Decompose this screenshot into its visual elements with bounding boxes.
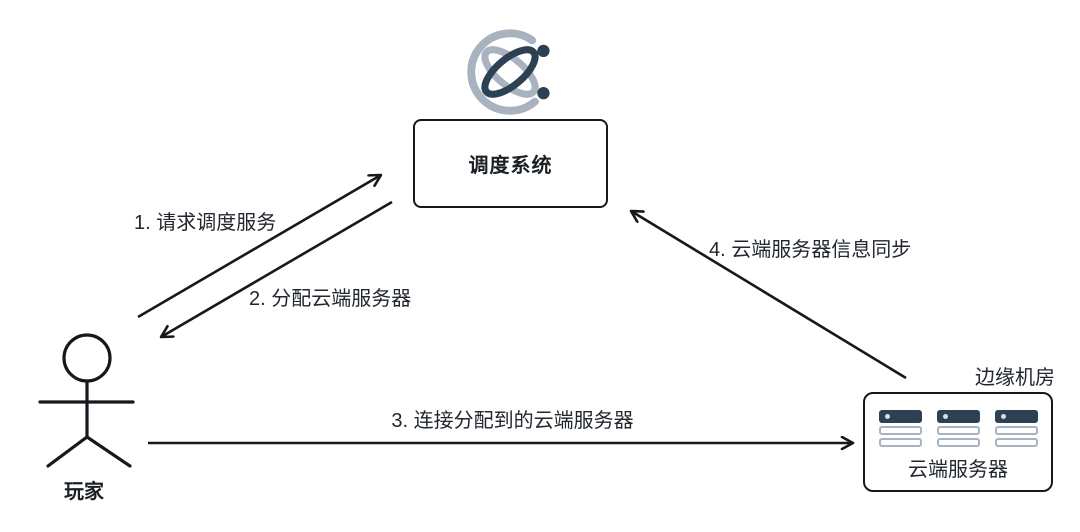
arrow-assign-server (161, 200, 393, 337)
scheduler-label: 调度系统 (468, 155, 553, 177)
server-led-dot (884, 414, 890, 419)
server-led-dot (1000, 414, 1006, 419)
server-slot (994, 426, 1038, 435)
server-rack-row (878, 410, 1038, 447)
cloud-server-label: 云端服务器 (908, 459, 1008, 481)
player-head (62, 333, 112, 383)
arrow-request-scheduling (137, 175, 381, 319)
server-slot (936, 438, 980, 447)
player-label: 玩家 (64, 481, 104, 503)
server-top-bar (994, 410, 1038, 423)
arrow-label-request-scheduling: 1. 请求调度服务 (134, 212, 277, 234)
edge-room-label: 边缘机房 (975, 367, 1055, 389)
server-top-bar (936, 410, 980, 423)
orbit-dot-top (537, 44, 550, 58)
server-slot (994, 438, 1038, 447)
orbit-outer-arc (467, 29, 539, 115)
server-icon (994, 410, 1038, 447)
server-slot (878, 438, 922, 447)
server-icon (878, 410, 922, 447)
arrow-label-connect-server: 3. 连接分配到的云端服务器 (391, 410, 634, 432)
orbit-dot-bottom (537, 86, 550, 100)
edge-room-node: 云端服务器 (863, 392, 1053, 492)
player-stick-figure-icon (38, 333, 135, 468)
player-legs (46, 435, 132, 468)
scheduler-node: 调度系统 (413, 119, 608, 208)
arrow-label-assign-server: 2. 分配云端服务器 (249, 288, 412, 310)
orbit-atom-icon (467, 29, 550, 115)
arrow-info-sync (631, 211, 907, 380)
server-slot (878, 426, 922, 435)
arrow-label-info-sync: 4. 云端服务器信息同步 (709, 239, 912, 261)
orbit-dark-ellipse (481, 46, 539, 98)
server-icon (936, 410, 980, 447)
server-top-bar (878, 410, 922, 423)
server-led-dot (942, 414, 948, 419)
orbit-light-ellipse (481, 46, 539, 98)
server-slot (936, 426, 980, 435)
